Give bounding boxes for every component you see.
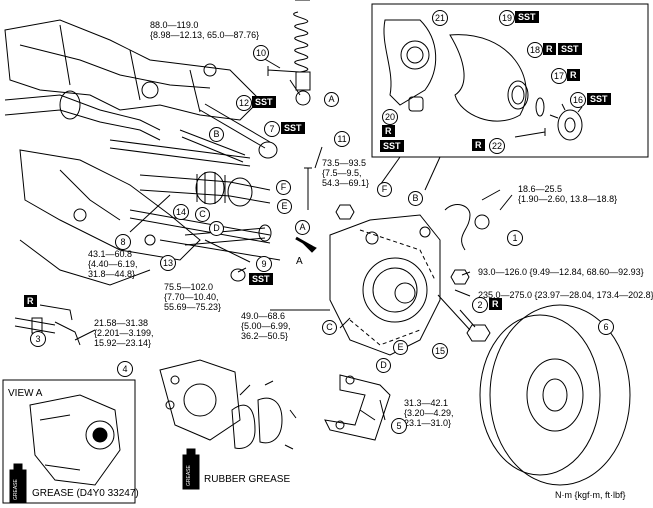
callout-11: 11 <box>334 131 350 147</box>
callout-9: 9 <box>256 256 272 272</box>
letter-d-right: D <box>376 358 391 373</box>
r-badge-17: R <box>567 69 580 81</box>
sst-badge-16: SST <box>587 93 611 105</box>
letter-f-right: F <box>377 182 392 197</box>
letter-e-left: E <box>277 199 292 214</box>
torque-label-11: 73.5—93.5 {7.5—9.5, 54.3—69.1} <box>322 158 370 188</box>
r-badge-2: R <box>489 298 502 310</box>
r-badge-3: R <box>24 295 37 307</box>
sst-badge-9: SST <box>249 273 273 285</box>
torque-label-top: 88.0—119.0 {8.98—12.13, 65.0—87.76} <box>150 20 260 40</box>
callout-16: 16 <box>570 92 586 108</box>
torque-label-9: 75.5—102.0 {7.70—10.40, 55.69—75.23} <box>164 282 222 312</box>
sst-badge-20: SST <box>380 140 404 152</box>
callout-14: 14 <box>173 204 189 220</box>
callout-10: 10 <box>253 45 269 61</box>
letter-c-left: C <box>195 207 210 222</box>
grease-can-icon <box>10 464 26 502</box>
grease-label: GREASE (D4Y0 33247) <box>32 488 139 499</box>
callout-18: 18 <box>527 42 543 58</box>
sst-badge-18: SST <box>558 43 582 55</box>
sst-badge-19: SST <box>515 11 539 23</box>
callout-15: 15 <box>432 343 448 359</box>
callout-1: 1 <box>507 230 523 246</box>
rubber-grease-label: RUBBER GREASE <box>204 474 291 485</box>
r-badge-18: R <box>543 43 556 55</box>
callout-8: 8 <box>115 234 131 250</box>
callout-2: 2 <box>472 297 488 313</box>
letter-b-left: B <box>209 127 224 142</box>
callout-13: 13 <box>160 255 176 271</box>
callout-20: 20 <box>382 109 398 125</box>
rubber-grease-can-icon <box>183 449 199 489</box>
r-badge-20: R <box>382 125 395 137</box>
torque-label-93: 93.0—126.0 {9.49—12.84, 68.60—92.93} <box>478 267 644 277</box>
letter-a-top: A <box>324 92 339 107</box>
callout-19: 19 <box>499 10 515 26</box>
torque-label-235: 235.0—275.0 {23.97—28.04, 173.4—202.8} <box>478 290 653 300</box>
torque-label-8: 43.1—60.8 {4.40—6.19, 31.8—44.8} <box>88 249 138 279</box>
letter-d-left: D <box>209 221 224 236</box>
letter-b-right: B <box>408 191 423 206</box>
units-label: N·m {kgf·m, ft·lbf} <box>555 490 626 500</box>
letter-f-left: F <box>276 180 291 195</box>
view-a-title: VIEW A <box>8 388 43 399</box>
callout-21: 21 <box>432 10 448 26</box>
inset-box <box>371 3 649 158</box>
sst-badge-12: SST <box>252 96 276 108</box>
callout-5: 5 <box>391 418 407 434</box>
letter-a-plain: A <box>296 256 303 267</box>
r-badge-22: R <box>472 139 485 151</box>
callout-12: 12 <box>236 95 252 111</box>
letter-e-right: E <box>393 340 408 355</box>
callout-3: 3 <box>30 331 46 347</box>
letter-a-mid: A <box>295 220 310 235</box>
view-a-box <box>2 379 136 504</box>
torque-label-18: 18.6—25.5 {1.90—2.60, 13.8—18.8} <box>518 184 618 204</box>
callout-17: 17 <box>551 68 567 84</box>
callout-7: 7 <box>264 121 280 137</box>
callout-4: 4 <box>117 361 133 377</box>
letter-c-right: C <box>322 320 337 335</box>
callout-22: 22 <box>489 138 505 154</box>
torque-label-31: 31.3—42.1 {3.20—4.29, 23.1—31.0} <box>404 398 454 428</box>
torque-label-21: 21.58—31.38 {2.201—3.199, 15.92—23.14} <box>94 318 154 348</box>
sst-badge-7: SST <box>281 122 305 134</box>
torque-label-49: 49.0—68.6 {5.00—6.99, 36.2—50.5} <box>241 311 291 341</box>
callout-6: 6 <box>598 319 614 335</box>
